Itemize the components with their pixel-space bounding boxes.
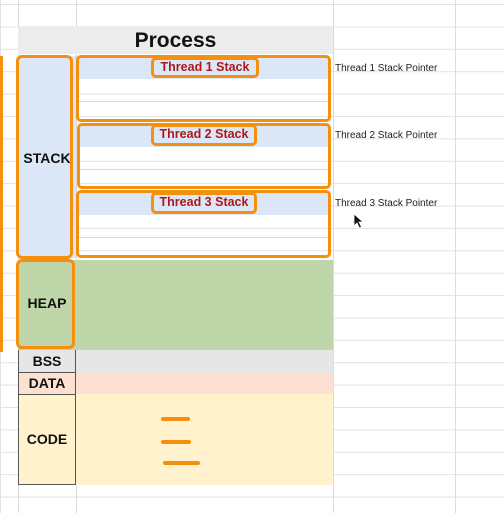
heap-segment <box>76 260 333 350</box>
code-label: CODE <box>26 431 68 447</box>
left-highlight-bar <box>0 56 3 352</box>
grid-column-line <box>333 0 334 513</box>
thread-2-stack-label: Thread 2 Stack <box>151 124 257 146</box>
code-line-dash <box>161 440 191 444</box>
stack-highlight-outline <box>16 55 73 259</box>
title-row <box>18 27 333 54</box>
thread-1-stack-label: Thread 1 Stack <box>151 57 259 78</box>
thread-3-row-divider <box>78 237 330 238</box>
thread-1-stack-box <box>76 55 331 122</box>
segment-label-borders <box>18 350 76 485</box>
stack-segment <box>18 56 76 258</box>
heap-highlight-outline <box>16 259 75 349</box>
grid-column-line <box>455 0 456 513</box>
thread-3-stack-box <box>76 190 331 258</box>
thread-2-stack-pointer-label: Thread 2 Stack Pointer <box>335 130 438 141</box>
data-label: DATA <box>28 375 66 391</box>
code-segment <box>18 394 333 485</box>
thread-3-stack-pointer-label: Thread 3 Stack Pointer <box>335 198 438 209</box>
thread-1-row-divider <box>78 101 330 102</box>
thread-1-stack-pointer-label: Thread 1 Stack Pointer <box>335 63 438 74</box>
thread-3-stack-label: Thread 3 Stack <box>151 192 257 214</box>
code-line-dash <box>163 461 200 465</box>
bss-segment <box>18 350 333 373</box>
data-segment <box>18 373 333 394</box>
thread-2-row-divider <box>78 169 330 170</box>
heap-segment-label-cell <box>18 260 76 350</box>
process-title: Process <box>134 29 217 52</box>
stack-label: STACK <box>23 150 71 166</box>
heap-label: HEAP <box>27 295 67 311</box>
bss-label: BSS <box>32 353 62 369</box>
mouse-cursor-icon <box>353 213 365 229</box>
code-line-dash <box>161 417 190 421</box>
